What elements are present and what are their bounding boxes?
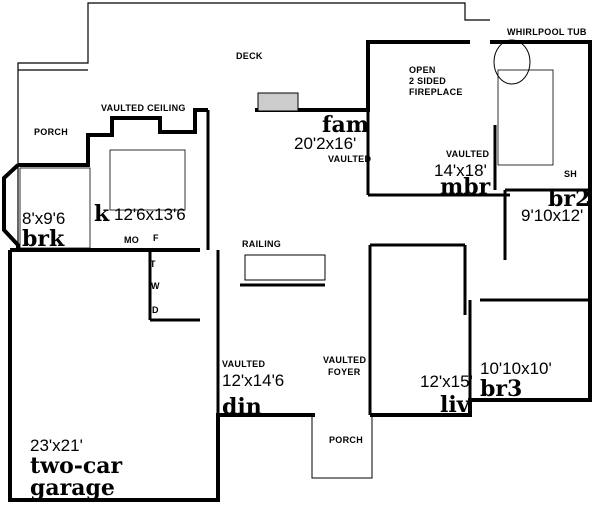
tile-floor [19, 69, 554, 249]
interior-walls [148, 110, 590, 415]
label-washer: W [151, 281, 160, 291]
front-porch-outline [311, 415, 373, 479]
label-front-porch: PORCH [329, 435, 364, 445]
whirlpool-tub-icon [493, 39, 531, 85]
deck-outline [17, 2, 490, 250]
label-microwave: MO [124, 235, 140, 245]
label-shower: SH [564, 169, 578, 179]
label-fireplace-2: 2 SIDED [409, 76, 447, 86]
label-railing: RAILING [242, 239, 282, 249]
label-family-name: fam [322, 112, 369, 138]
label-garage-size: 23'x21' [30, 436, 83, 455]
fireplace-icon [257, 92, 299, 112]
label-dining-name: din [222, 394, 262, 420]
label-br2-size: 9'10x12' [521, 206, 584, 225]
label-living-size: 12'x15' [420, 372, 473, 391]
label-garage-name-1: two-car [30, 453, 123, 479]
stairs [244, 254, 326, 281]
label-whirlpool: WHIRLPOOL TUB [507, 27, 587, 37]
label-fireplace-3: FIREPLACE [409, 87, 463, 97]
label-living-name: liv [440, 392, 470, 418]
label-rear-porch: PORCH [34, 127, 69, 137]
label-kitchen-name: k [94, 201, 110, 227]
label-dining-note: VAULTED [222, 359, 266, 369]
label-deck: DECK [236, 51, 263, 61]
label-dryer: D [152, 305, 159, 315]
label-vaulted-ceiling: VAULTED CEILING [101, 103, 186, 113]
label-breakfast-name: brk [22, 226, 65, 252]
label-dining-size: 12'x14'6 [222, 371, 285, 390]
label-br3-size: 10'10x10' [480, 359, 552, 378]
label-foyer-2: FOYER [328, 367, 361, 377]
label-tub: T [150, 259, 156, 269]
label-fridge: F [153, 233, 159, 243]
label-fireplace-1: OPEN [409, 65, 436, 75]
exterior-walls [2, 40, 592, 502]
label-master-size: 14'x18' [434, 161, 487, 180]
label-breakfast-size: 8'x9'6 [22, 209, 66, 228]
label-family-size: 20'2x16' [294, 134, 357, 153]
label-foyer-1: VAULTED [323, 355, 367, 365]
label-kitchen-size: 12'6x13'6 [114, 205, 186, 224]
label-family-note: VAULTED [328, 154, 372, 164]
label-garage-name-2: garage [30, 475, 115, 501]
label-br3-name: br3 [480, 376, 523, 402]
label-master-note: VAULTED [446, 149, 490, 159]
label-master-name: mbr [440, 174, 491, 200]
label-br2-name: br2 [548, 186, 591, 212]
